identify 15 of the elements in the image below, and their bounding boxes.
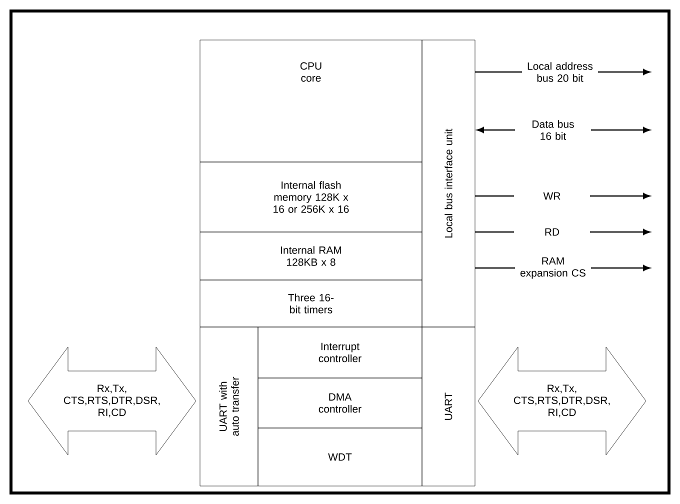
block-box: Internal flash memory 128K x 16 or 256K x 16 bbox=[200, 162, 422, 232]
block-box: Interrupt controller bbox=[258, 326, 422, 378]
signal-label: WR bbox=[514, 190, 590, 202]
block-box: UART with auto transfer bbox=[200, 326, 258, 486]
block-box: Three 16-bit timers bbox=[200, 280, 422, 328]
block-box: Local bus interface unit bbox=[422, 40, 476, 328]
signal-label: Data bus 16 bit bbox=[515, 118, 591, 142]
block-box: UART bbox=[422, 326, 476, 486]
block-box: WDT bbox=[258, 428, 422, 486]
signal-label: RAM expansion CS bbox=[515, 255, 591, 281]
block-box: Internal RAM 128KB x 8 bbox=[200, 232, 422, 280]
block-box: DMA controller bbox=[258, 378, 422, 428]
block-box: CPU core bbox=[200, 40, 422, 162]
signal-label: RD bbox=[514, 226, 590, 238]
signal-label: Local address bus 20 bit bbox=[522, 60, 598, 84]
